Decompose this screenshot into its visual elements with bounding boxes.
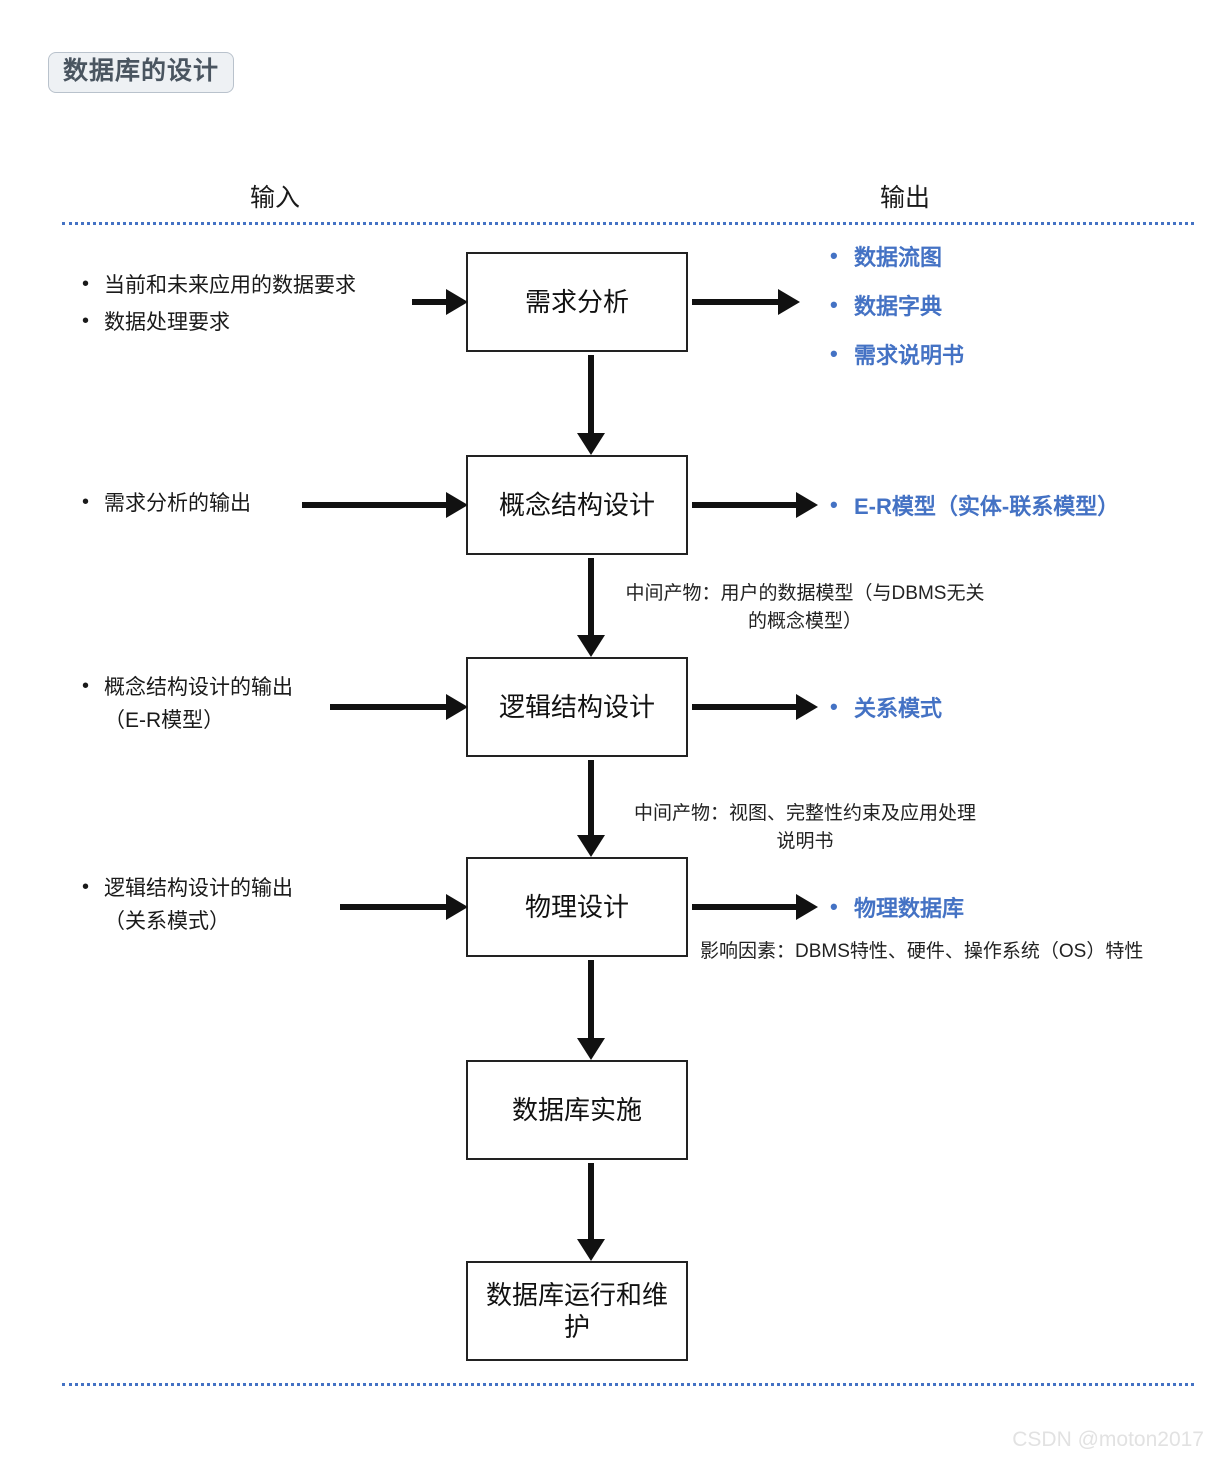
output-arrow-conceptual-design <box>692 491 818 519</box>
output-arrow-logical-design <box>692 693 818 721</box>
arrow-head <box>577 1038 605 1060</box>
note-intermediate-product-2: 中间产物：视图、完整性约束及应用处理 说明书 <box>605 800 1005 855</box>
list-item: 数据处理要求 <box>82 306 418 340</box>
process-box-database-implementation[interactable]: 数据库实施 <box>466 1060 688 1160</box>
note-line-1: 中间产物：视图、完整性约束及应用处理 <box>633 803 976 824</box>
list-item-line1: 逻辑结构设计的输出 <box>104 877 293 900</box>
note-intermediate-product-1: 中间产物：用户的数据模型（与DBMS无关 的概念模型） <box>605 580 1005 635</box>
input-list-logical-design: 概念结构设计的输出 （E-R模型） <box>78 671 418 741</box>
input-list-physical-design: 逻辑结构设计的输出 （关系模式） <box>78 872 418 942</box>
arrow-head <box>446 894 468 920</box>
arrow-head <box>778 289 800 315</box>
output-list-conceptual-design: E-R模型（实体-联系模型） <box>826 487 1222 524</box>
list-item: 物理数据库 <box>830 889 1212 926</box>
arrow-shaft <box>692 704 796 710</box>
watermark: CSDN @moton2017 <box>1012 1428 1204 1451</box>
arrow-shaft <box>692 299 778 305</box>
flow-arrow-logical-to-physical <box>577 760 605 857</box>
flow-arrow-physical-to-implementation <box>577 960 605 1060</box>
output-column-header: 输出 <box>879 184 930 212</box>
input-column-header: 输入 <box>249 184 300 212</box>
arrow-head <box>446 694 468 720</box>
list-item: 需求说明书 <box>830 336 1212 373</box>
arrow-shaft <box>692 904 796 910</box>
arrow-head <box>446 492 468 518</box>
list-item: E-R模型（实体-联系模型） <box>830 487 1222 524</box>
bottom-dotted-divider <box>62 1383 1194 1386</box>
input-list-requirement-analysis: 当前和未来应用的数据要求 数据处理要求 <box>78 269 418 343</box>
note-line-1: 中间产物：用户的数据模型（与DBMS无关 <box>625 583 985 604</box>
arrow-head <box>796 492 818 518</box>
list-item: 数据字典 <box>830 287 1212 324</box>
input-arrow-requirement-analysis <box>412 288 468 316</box>
list-item-line2: （关系模式） <box>104 909 230 933</box>
list-item: 数据流图 <box>830 238 1212 275</box>
process-box-database-operation-maintenance[interactable]: 数据库运行和维护 <box>466 1261 688 1361</box>
note-line-2: 的概念模型） <box>747 610 862 632</box>
process-box-conceptual-design[interactable]: 概念结构设计 <box>466 455 688 555</box>
flow-arrow-conceptual-to-logical <box>577 558 605 657</box>
list-item: 概念结构设计的输出 （E-R模型） <box>82 671 418 737</box>
arrow-head <box>577 433 605 455</box>
flow-arrow-implementation-to-maintenance <box>577 1163 605 1261</box>
arrow-shaft <box>412 299 446 305</box>
arrow-shaft <box>588 760 594 835</box>
arrow-head <box>577 1239 605 1261</box>
top-dotted-divider <box>62 222 1194 225</box>
arrow-head <box>577 835 605 857</box>
output-arrow-requirement-analysis <box>692 288 800 316</box>
page-title: 数据库的设计 <box>48 52 235 93</box>
list-item: 逻辑结构设计的输出 （关系模式） <box>82 872 418 938</box>
note-line-2: 说明书 <box>776 830 834 852</box>
process-box-logical-design[interactable]: 逻辑结构设计 <box>466 657 688 757</box>
output-list-logical-design: 关系模式 <box>826 689 1212 726</box>
arrow-shaft <box>692 502 796 508</box>
process-box-physical-design[interactable]: 物理设计 <box>466 857 688 957</box>
list-item-line1: 概念结构设计的输出 <box>104 676 293 699</box>
list-item-line2: （E-R模型） <box>104 708 225 732</box>
input-list-conceptual-design: 需求分析的输出 <box>78 487 418 525</box>
arrow-head <box>577 635 605 657</box>
arrow-shaft <box>588 558 594 635</box>
arrow-shaft <box>588 355 594 433</box>
arrow-shaft <box>588 960 594 1038</box>
list-item: 需求分析的输出 <box>82 487 418 521</box>
arrow-head <box>446 289 468 315</box>
output-list-physical-design: 物理数据库 <box>826 889 1212 926</box>
list-item: 关系模式 <box>830 689 1212 726</box>
arrow-head <box>796 694 818 720</box>
arrow-shaft <box>588 1163 594 1239</box>
arrow-head <box>796 894 818 920</box>
list-item: 当前和未来应用的数据要求 <box>82 269 418 303</box>
output-arrow-physical-design <box>692 893 818 921</box>
process-box-requirement-analysis[interactable]: 需求分析 <box>466 252 688 352</box>
note-influencing-factors: 影响因素：DBMS特性、硬件、操作系统（OS）特性 <box>700 941 1144 962</box>
flow-arrow-analysis-to-conceptual <box>577 355 605 455</box>
output-list-requirement-analysis: 数据流图 数据字典 需求说明书 <box>826 238 1212 374</box>
